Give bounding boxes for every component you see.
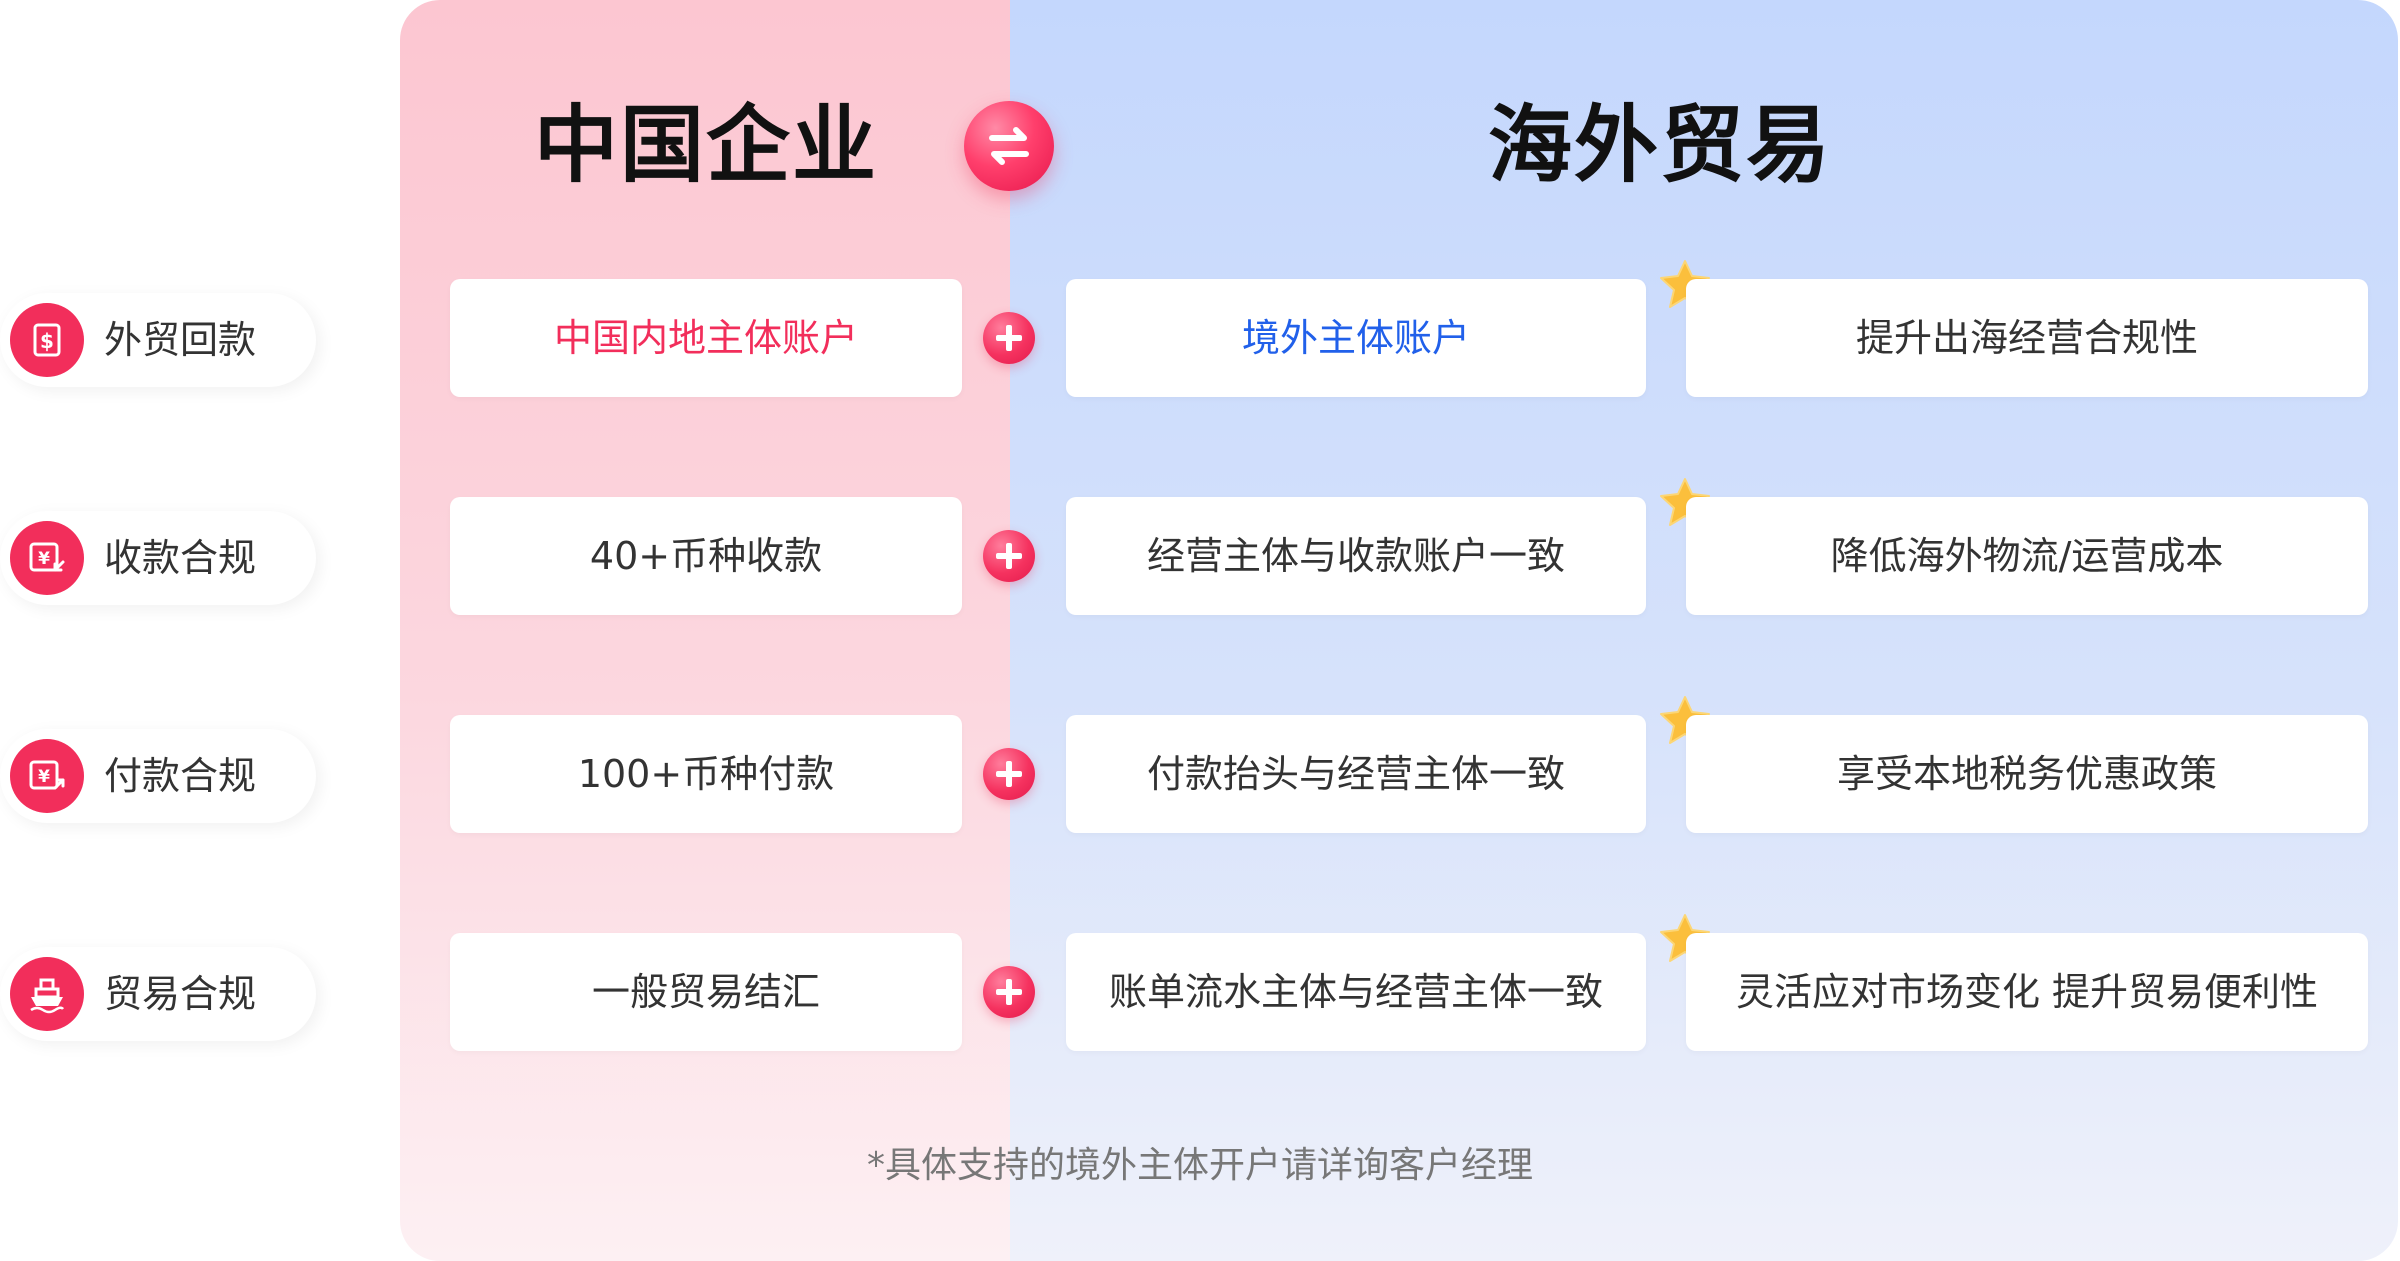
overseas-card: 经营主体与收款账户一致 <box>1066 497 1646 615</box>
overseas-card: 境外主体账户 <box>1066 279 1646 397</box>
sidebar-item-label: 外贸回款 <box>104 318 257 362</box>
svg-text:$: $ <box>40 329 54 353</box>
svg-text:¥: ¥ <box>38 549 50 569</box>
dollar-document-icon: $ <box>10 303 84 377</box>
benefit-card: 降低海外物流/运营成本 <box>1686 497 2368 615</box>
sidebar-item-label: 收款合规 <box>104 536 257 580</box>
domestic-card: 100+币种付款 <box>450 715 962 833</box>
benefit-card: 享受本地税务优惠政策 <box>1686 715 2368 833</box>
yuan-receive-icon: ¥ <box>10 521 84 595</box>
benefit-card: 提升出海经营合规性 <box>1686 279 2368 397</box>
sidebar-item-label: 贸易合规 <box>104 972 257 1016</box>
overseas-card: 账单流水主体与经营主体一致 <box>1066 933 1646 1051</box>
china-enterprise-title: 中国企业 <box>533 96 878 194</box>
benefit-card: 灵活应对市场变化 提升贸易便利性 <box>1686 933 2368 1051</box>
ship-icon <box>10 957 84 1031</box>
sidebar-item-trade-compliance: 贸易合规 <box>0 947 316 1041</box>
plus-icon <box>983 530 1035 582</box>
overseas-trade-title: 海外贸易 <box>1487 96 1832 194</box>
domestic-card: 一般贸易结汇 <box>450 933 962 1051</box>
sidebar-item-payment-compliance: ¥ 付款合规 <box>0 729 316 823</box>
footnote: *具体支持的境外主体开户请详询客户经理 <box>866 1145 1533 1186</box>
sidebar-item-collection-compliance: ¥ 收款合规 <box>0 511 316 605</box>
plus-icon <box>983 748 1035 800</box>
domestic-card: 40+币种收款 <box>450 497 962 615</box>
plus-icon <box>983 966 1035 1018</box>
svg-text:¥: ¥ <box>38 767 50 787</box>
overseas-card: 付款抬头与经营主体一致 <box>1066 715 1646 833</box>
swap-arrows-icon <box>964 101 1054 191</box>
plus-icon <box>983 312 1035 364</box>
yuan-pay-icon: ¥ <box>10 739 84 813</box>
sidebar-item-label: 付款合规 <box>104 754 257 798</box>
domestic-card: 中国内地主体账户 <box>450 279 962 397</box>
sidebar-item-trade-collection: $ 外贸回款 <box>0 293 316 387</box>
